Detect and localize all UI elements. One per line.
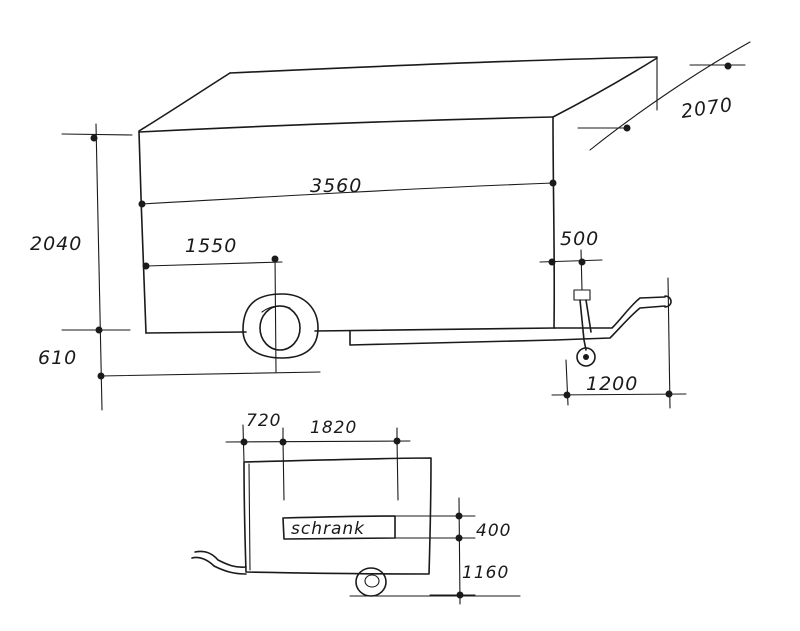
box-rear-edge bbox=[552, 116, 556, 329]
box-roof-right-edge bbox=[552, 57, 658, 118]
label-floor: 610 bbox=[38, 347, 77, 369]
dim-line-axle bbox=[145, 261, 283, 267]
dim-line-width bbox=[589, 41, 751, 151]
dim-top-line bbox=[225, 440, 411, 443]
box-top-edge bbox=[138, 116, 554, 133]
detail-view: schrank 720 1820 bbox=[191, 411, 521, 605]
wheel bbox=[242, 293, 319, 359]
box-floor-line bbox=[145, 331, 247, 334]
dim-line-axle-drop bbox=[274, 255, 277, 373]
label-detail-left: 720 bbox=[246, 411, 281, 431]
label-axle: 1550 bbox=[185, 235, 237, 257]
label-overhang: 500 bbox=[560, 228, 599, 250]
label-length: 3560 bbox=[310, 175, 362, 197]
detail-drawbar bbox=[191, 550, 247, 575]
label-drawbar: 1200 bbox=[586, 373, 638, 395]
dim-tick-top bbox=[61, 133, 133, 136]
label-detail-cabinet-height: 400 bbox=[476, 521, 511, 541]
detail-wheel bbox=[355, 567, 387, 597]
dim-line-drawbar bbox=[551, 393, 687, 396]
dim-line-length bbox=[141, 182, 554, 205]
dim-line-height bbox=[95, 123, 103, 411]
label-height: 2040 bbox=[30, 233, 82, 255]
label-detail-span: 1820 bbox=[310, 418, 357, 438]
chassis-step bbox=[349, 330, 556, 346]
dim-tick-ground bbox=[99, 371, 321, 377]
dimension-dots bbox=[90, 62, 732, 399]
box-roof-top-edge bbox=[229, 56, 658, 74]
chassis-line bbox=[314, 327, 556, 332]
detail-body-inner bbox=[248, 463, 251, 571]
dim-drawbar-right bbox=[667, 277, 671, 409]
side-view: 3560 2070 2040 610 1550 500 1200 bbox=[30, 41, 751, 411]
drawbar bbox=[554, 289, 672, 367]
box-roof-back-edge bbox=[138, 72, 231, 132]
cabinet-label: schrank bbox=[291, 519, 365, 539]
dim-line-overhang-drop bbox=[580, 249, 583, 291]
detail-dimension-dots bbox=[240, 437, 464, 599]
box-front-edge bbox=[138, 131, 147, 334]
label-detail-cabinet-base: 1160 bbox=[462, 563, 509, 583]
detail-body bbox=[243, 457, 432, 575]
label-width: 2070 bbox=[680, 94, 735, 123]
